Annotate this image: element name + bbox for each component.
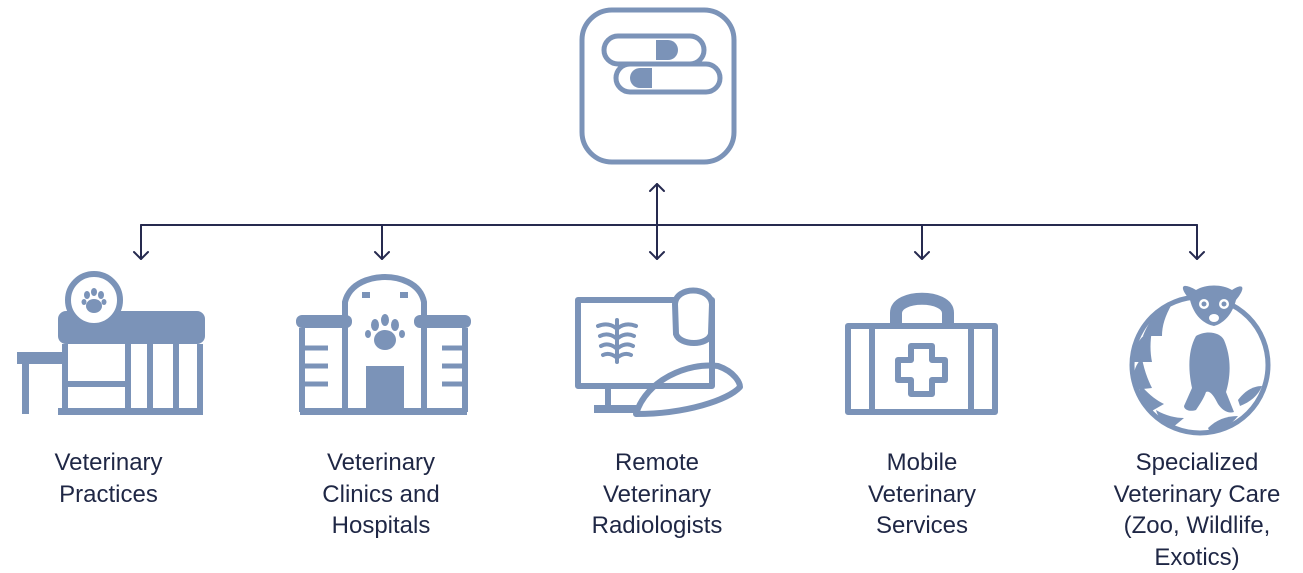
node-label-remote-radiologists: Remote Veterinary Radiologists	[591, 449, 723, 539]
software-logo-icon	[579, 7, 737, 165]
mobile-medical-kit-icon	[845, 292, 998, 415]
connector-lines	[133, 183, 1205, 260]
node-label-veterinary-practices: Veterinary Practices	[54, 449, 163, 508]
veterinary-hospital-building-icon	[296, 274, 471, 415]
lemur-icon	[1129, 285, 1271, 436]
node-label-veterinary-clinics-hospitals: Veterinary Clinics and Hospitals	[322, 449, 440, 539]
node-label-specialized-veterinary-care: Specialized Veterinary Care (Zoo, Wildli…	[1113, 449, 1281, 571]
veterinary-practice-storefront-icon	[17, 271, 205, 415]
radiologist-xray-monitor-icon	[575, 287, 743, 417]
node-label-mobile-veterinary-services: Mobile Veterinary Services	[867, 449, 977, 539]
